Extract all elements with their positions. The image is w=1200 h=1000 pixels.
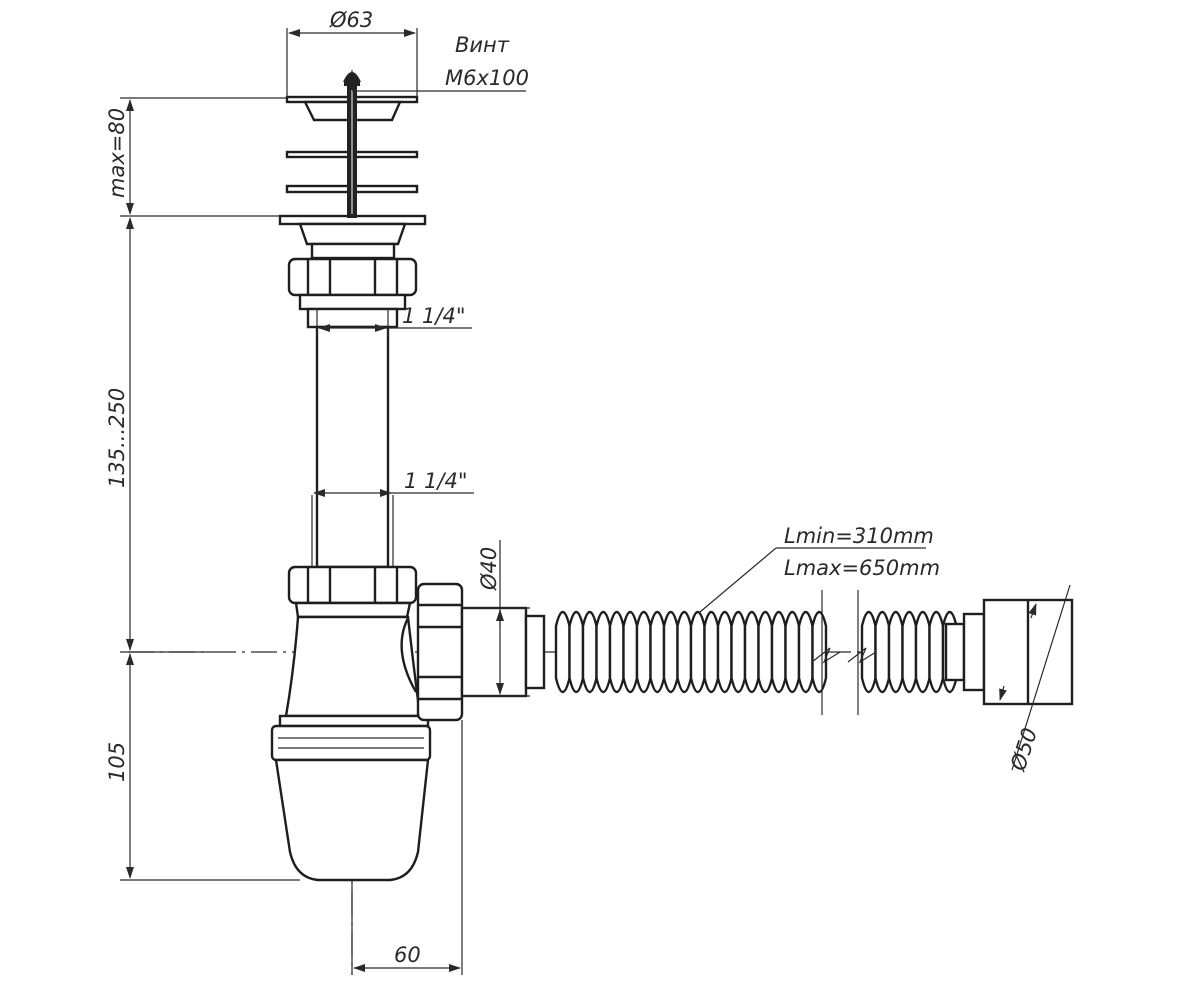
dimension-outlet-diameter: Ø40 [462, 540, 530, 697]
center-lines [128, 70, 1000, 975]
hose-rib [716, 610, 733, 694]
hose-rib [784, 610, 801, 694]
outlet-nut [416, 582, 546, 722]
dimension-thread-upper: 1 1/4" [316, 304, 472, 336]
dimension-pipe-length: 135...250 [105, 217, 210, 653]
socket-diameter-label: Ø50 [1006, 725, 1043, 775]
pipe-length-label: 135...250 [105, 388, 129, 488]
dimension-thread-lower: 1 1/4" [313, 469, 474, 497]
hose-rib [676, 610, 693, 694]
hose-min-label: Lmin=310mm [784, 524, 934, 548]
hose-rib [914, 610, 931, 694]
screw-size-label: M6x100 [445, 66, 529, 90]
corrugated-hose-right [860, 610, 958, 694]
lower-union-nut [287, 565, 418, 605]
dimension-flange-diameter: Ø63 [286, 8, 418, 97]
outlet-diameter-label: Ø40 [477, 547, 501, 591]
screw-callout: Винт M6x100 [352, 33, 529, 92]
hose-rib [689, 610, 706, 694]
hose-rib [622, 610, 639, 694]
hose-rib [635, 610, 652, 694]
hose-rib [581, 610, 598, 694]
corrugated-hose-left [554, 610, 828, 694]
hose-rib [770, 610, 787, 694]
hose-rib [730, 610, 747, 694]
hose-rib [928, 610, 945, 694]
offset-label: 60 [394, 943, 421, 967]
height-max-label: max=80 [105, 108, 129, 198]
thread-upper-label: 1 1/4" [402, 304, 466, 328]
hose-rib [649, 610, 666, 694]
hose-rib [608, 610, 625, 694]
dimension-bottom-height: 105 [105, 653, 300, 881]
hose-rib [595, 610, 612, 694]
screw-title-label: Винт [455, 33, 510, 57]
hose-rib [554, 610, 571, 694]
hose-rib [874, 610, 891, 694]
hose-rib [743, 610, 760, 694]
hose-rib [568, 610, 585, 694]
upper-union-nut [287, 257, 418, 329]
flange-diameter-label: Ø63 [329, 8, 373, 32]
hose-rib [757, 610, 774, 694]
hose-rib [662, 610, 679, 694]
hose-rib [703, 610, 720, 694]
hose-length-callout: Lmin=310mm Lmax=650mm [699, 524, 940, 613]
hose-rib [797, 610, 814, 694]
bottom-height-label: 105 [105, 742, 129, 782]
hose-max-label: Lmax=650mm [784, 556, 940, 580]
dimension-height-max: max=80 [105, 97, 287, 217]
siphon-bottle [270, 601, 432, 882]
hose-rib [901, 610, 918, 694]
hose-rib [887, 610, 904, 694]
hose-rib [811, 610, 828, 694]
screw-m6 [343, 72, 361, 218]
thread-lower-label: 1 1/4" [404, 469, 468, 493]
hose-end-socket [944, 598, 1074, 706]
hose-break-marks [811, 590, 877, 715]
dimension-offset: 60 [351, 720, 463, 975]
vertical-pipe [311, 325, 394, 569]
